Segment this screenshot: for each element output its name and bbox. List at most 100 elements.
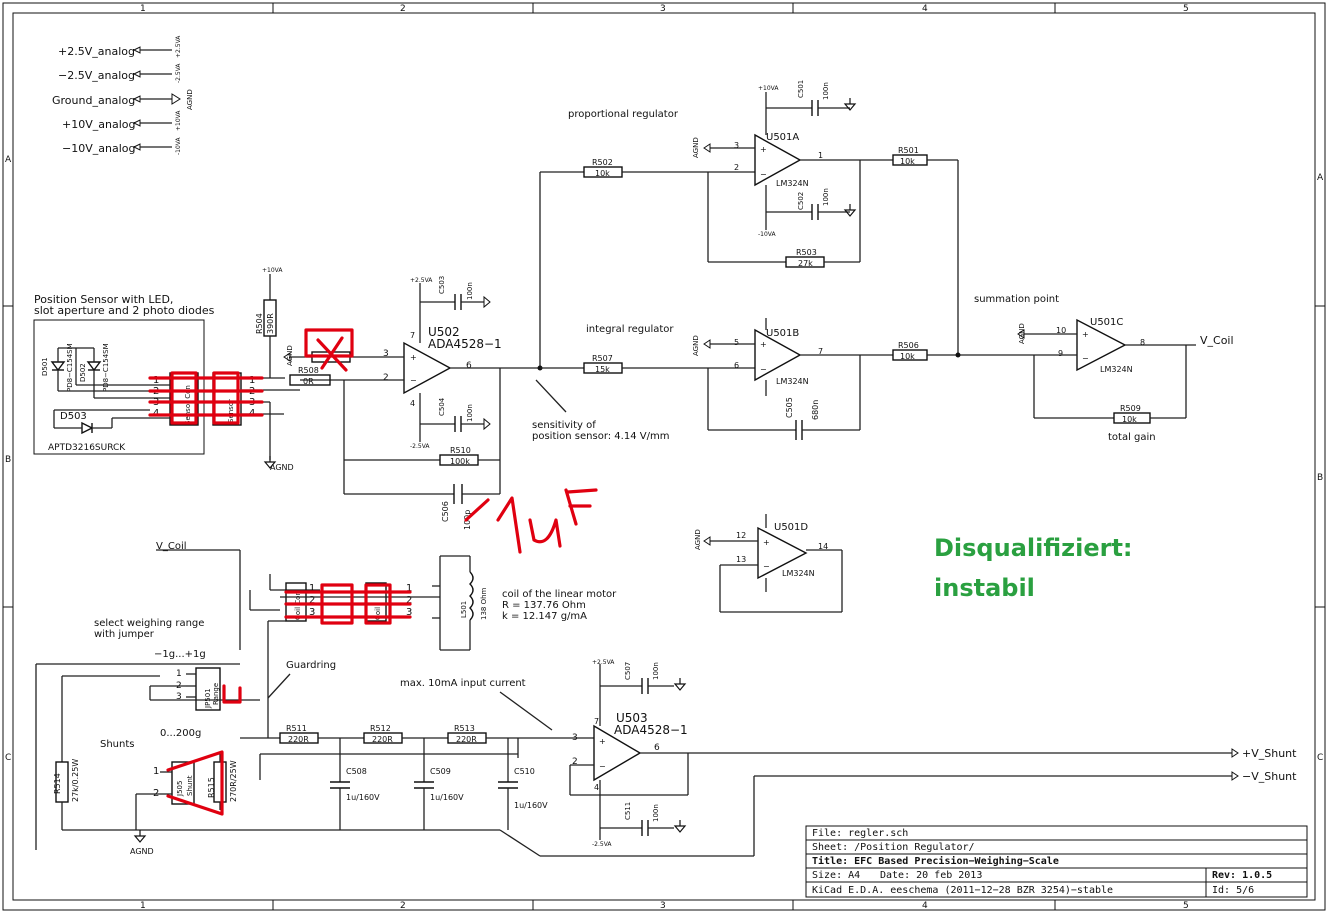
power-label-row: +2.5V_analog +2.5VA (58, 35, 182, 58)
col-label: 5 (1183, 901, 1189, 911)
coil-note: k = 12.147 g/mA (502, 611, 587, 622)
d501-ref: D501 (41, 357, 49, 376)
power-label-row: −10V_analog -10VA (62, 136, 182, 155)
u502-value: ADA4528−1 (428, 337, 502, 351)
u501c-value: LM324N (1100, 365, 1133, 374)
svg-text:12: 12 (736, 531, 746, 540)
r510-value: 100k (450, 457, 470, 466)
r504-ref: R504 (255, 313, 264, 334)
c501-ref: C501 (797, 80, 805, 98)
v-shunt-neg: −V_Shunt (1242, 770, 1297, 783)
position-sensor-block: Position Sensor with LED, slot aperture … (33, 293, 300, 455)
svg-text:2: 2 (309, 595, 315, 606)
summation-label: summation point (974, 294, 1059, 305)
c504-value: 100n (466, 404, 474, 422)
d503-value: APTD3216SURCK (48, 443, 126, 453)
c505-value: 680n (811, 400, 820, 420)
red-box-j503 (170, 371, 198, 425)
svg-text:3: 3 (176, 692, 182, 702)
filter-and-u503: R511 220R R512 220R R513 220R C508 1u/16… (240, 659, 1297, 857)
col-label: 3 (660, 4, 666, 14)
row-label: A (5, 155, 12, 165)
svg-text:2: 2 (383, 373, 389, 383)
agnd-label: AGND (694, 529, 702, 550)
svg-text:+: + (760, 145, 767, 154)
v-shunt-pos: +V_Shunt (1242, 747, 1297, 760)
c505-ref: C505 (785, 397, 794, 418)
c510-ref: C510 (514, 767, 535, 776)
svg-text:3: 3 (406, 607, 412, 618)
c511-ref: C511 (624, 802, 632, 820)
proportional-label: proportional regulator (568, 109, 679, 120)
sensitivity-note: sensitivity of (532, 420, 596, 431)
red-box-j504 (364, 583, 392, 625)
c504-ref: C504 (438, 397, 446, 416)
power-label-name: Ground_analog (52, 94, 135, 107)
red-x-r505 (316, 336, 348, 372)
r503-value: 27k (798, 259, 813, 268)
p25-label: +2.5VA (410, 277, 433, 284)
sensitivity-note: position sensor: 4.14 V/mm (532, 431, 669, 442)
v-coil-input: V_Coil (156, 541, 187, 552)
svg-text:−: − (599, 762, 606, 771)
svg-text:9: 9 (1058, 349, 1063, 358)
u501a-ref: U501A (766, 132, 799, 143)
col-label: 4 (922, 4, 928, 14)
r509-value: 10k (1122, 415, 1137, 424)
c502-value: 100n (822, 188, 830, 206)
weighing-note: with jumper (94, 629, 155, 640)
j504-value: Coil (374, 607, 382, 620)
tb-file: File: regler.sch (812, 828, 908, 839)
col-label: 4 (922, 901, 928, 911)
col-label: 2 (400, 901, 406, 911)
c503-value: 100n (466, 282, 474, 300)
agnd-label: AGND (1018, 323, 1026, 344)
m25-label: -2.5VA (410, 443, 430, 450)
c506-ref: C506 (441, 501, 450, 522)
p10-label: +10VA (758, 85, 779, 92)
power-label-name: −2.5V_analog (58, 69, 135, 82)
m25-label: -2.5VA (592, 841, 612, 848)
agnd-label: AGND (692, 137, 700, 158)
u501b-value: LM324N (776, 377, 809, 386)
r514-ref: R514 (53, 773, 62, 794)
tb-rev: Rev: 1.0.5 (1212, 870, 1272, 881)
c511-value: 100n (652, 804, 660, 822)
r503-ref: R503 (796, 248, 817, 257)
c507-ref: C507 (624, 662, 632, 680)
c507-value: 100n (652, 662, 660, 680)
r502-value: 10k (595, 169, 610, 178)
svg-text:7: 7 (818, 347, 823, 356)
power-label-rail: +2.5VA (175, 35, 182, 58)
power-label-name: +10V_analog (62, 118, 135, 131)
r511-value: 220R (288, 735, 309, 744)
svg-text:13: 13 (736, 555, 746, 564)
coil-note: R = 137.76 Ohm (502, 600, 586, 611)
total-gain-label: total gain (1108, 432, 1156, 443)
svg-text:1: 1 (249, 375, 255, 386)
r512-ref: R512 (370, 724, 391, 733)
r513-ref: R513 (454, 724, 475, 733)
l501-ref: L501 (460, 601, 468, 618)
agnd-label: AGND (130, 847, 154, 856)
j502-value: Sensor (227, 399, 235, 423)
svg-text:6: 6 (466, 361, 472, 371)
c509-value: 1u/160V (430, 793, 464, 802)
r509-ref: R509 (1120, 404, 1141, 413)
title-block: File: regler.sch Sheet: /Position Regula… (805, 825, 1308, 898)
r501-value: 10k (900, 157, 915, 166)
r507-value: 15k (595, 365, 610, 374)
svg-text:+: + (763, 538, 770, 547)
c503-ref: C503 (438, 276, 446, 294)
row-label: C (1317, 753, 1323, 763)
d503-ref: D503 (60, 411, 87, 422)
c502-ref: C502 (797, 192, 805, 210)
u503-value: ADA4528−1 (614, 723, 688, 737)
power-label-name: +2.5V_analog (58, 45, 135, 58)
shunt-block: select weighing range with jumper −1g...… (35, 618, 500, 856)
jp501-value: Range (212, 683, 220, 705)
m10-label: -10VA (758, 231, 777, 238)
tb-size: Size: A4 (812, 870, 860, 881)
